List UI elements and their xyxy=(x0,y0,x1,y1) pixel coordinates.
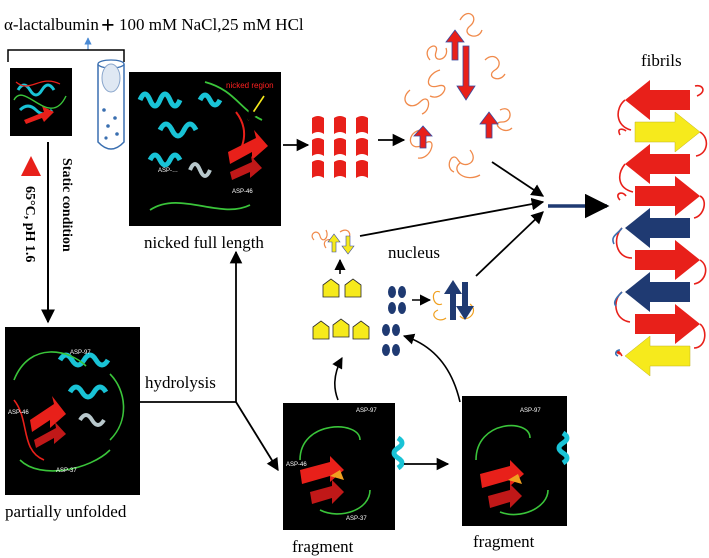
f2-asp97-label: ASP-97 xyxy=(520,408,541,414)
partially-unfolded-label: partially unfolded xyxy=(5,502,127,521)
navy-nucleus-pair xyxy=(432,280,475,321)
alpha-lactalbumin-label: α-lactalbumin xyxy=(4,15,99,34)
partially-unfolded-structure xyxy=(5,327,140,495)
test-tube-icon xyxy=(97,59,125,150)
pu-asp37-label: ASP-37 xyxy=(56,468,77,474)
arrow-orange-to-fibrils xyxy=(491,161,545,197)
nicked-asp46-label: ASP-46 xyxy=(232,189,253,195)
static-condition-label: Static condition xyxy=(59,158,74,252)
f1-asp46-label: ASP-46 xyxy=(286,462,307,468)
arrow-fragment2-to-navy xyxy=(402,333,461,403)
yellow-pentagon-monomers xyxy=(312,278,370,340)
buffer-condition-label: 100 mM NaCl,25 mM HCl xyxy=(119,15,304,34)
nicked-full-length-label: nicked full length xyxy=(144,233,264,252)
arrow-fragment-up xyxy=(332,357,343,401)
pu-asp97-label: ASP-97 xyxy=(70,350,91,356)
protein-thumbnail xyxy=(10,68,72,136)
fibrils-label: fibrils xyxy=(641,51,682,70)
arrow-navy-pair-to-fibrils xyxy=(475,211,544,277)
hydrolysis-label: hydrolysis xyxy=(145,373,216,392)
nucleus-label: nucleus xyxy=(388,243,440,262)
red-triangle-heat-icon xyxy=(21,156,41,176)
nicked-region-label: nicked region xyxy=(226,81,274,90)
fibril-stack xyxy=(612,80,708,377)
orange-aggregate xyxy=(404,12,513,179)
temp-ph-label: 65°C, pH 1.6 xyxy=(22,186,37,262)
fragment-1-label: fragment xyxy=(292,537,354,556)
arrow-small-to-fibrils xyxy=(359,197,545,237)
fragment-2-structure xyxy=(462,396,570,526)
top-bracket xyxy=(7,49,125,62)
nicked-full-length-structure xyxy=(129,72,281,226)
fragment-1-structure xyxy=(283,403,405,530)
pu-asp46-label: ASP-46 xyxy=(8,410,29,416)
arrow-to-fragment xyxy=(235,401,279,472)
f1-asp97-label: ASP-97 xyxy=(356,408,377,414)
plus-sign: + xyxy=(101,13,115,39)
small-orange-pair xyxy=(311,229,355,255)
fragment-2-label: fragment xyxy=(473,532,535,551)
nicked-asp-label: ASP-… xyxy=(158,168,178,174)
red-sheet-blocks xyxy=(312,116,368,178)
navy-ellipse-monomers xyxy=(382,286,406,356)
f1-asp37-label: ASP-37 xyxy=(346,516,367,522)
